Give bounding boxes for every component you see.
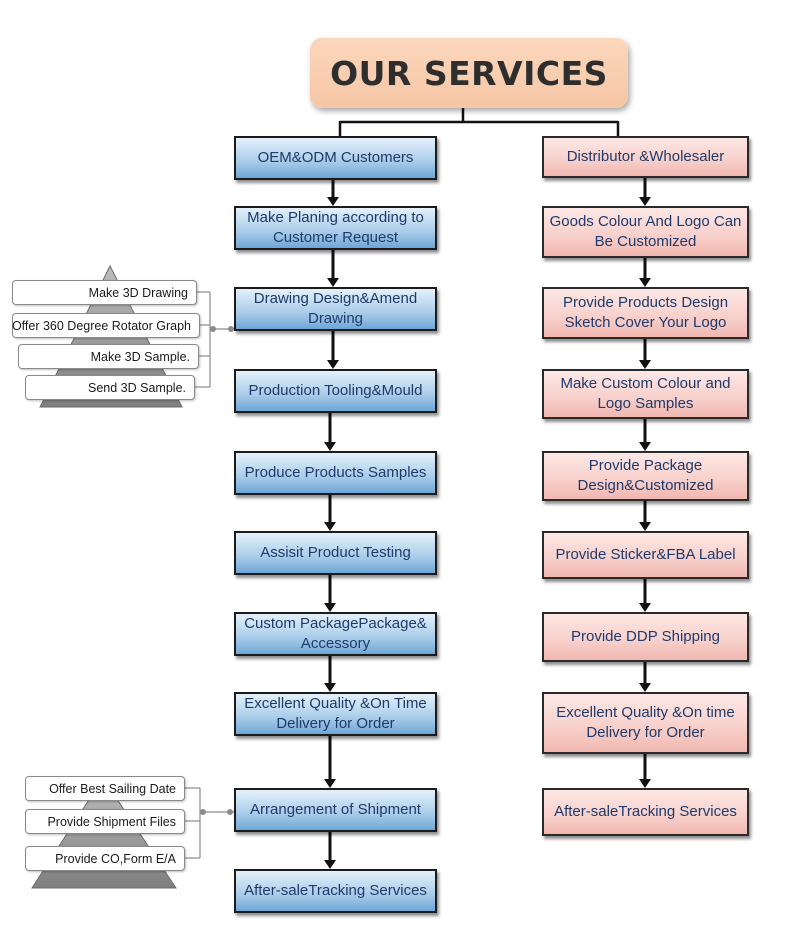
right-step-9: After-saleTracking Services <box>542 788 749 836</box>
left-step-9: Arrangement of Shipment <box>234 788 437 832</box>
arrow-head <box>324 442 336 451</box>
arrow-head <box>324 860 336 869</box>
arrow-head <box>327 360 339 369</box>
left-step-4: Production Tooling&Mould <box>234 369 437 413</box>
arrow-head <box>639 683 651 692</box>
right-step-7: Provide DDP Shipping <box>542 612 749 662</box>
drawing-detail-1: Make 3D Drawing <box>12 280 197 305</box>
left-step-1: OEM&ODM Customers <box>234 136 437 180</box>
left-step-5: Produce Products Samples <box>234 451 437 495</box>
drawing-detail-4: Send 3D Sample. <box>25 375 195 400</box>
arrow-head <box>639 779 651 788</box>
left-step-8: Excellent Quality &On Time Delivery for … <box>234 692 437 736</box>
arrow-head <box>327 278 339 287</box>
arrow-head <box>324 522 336 531</box>
right-step-8: Excellent Quality &On time Delivery for … <box>542 692 749 754</box>
shipment-detail-3: Provide CO,Form E/A <box>25 846 185 871</box>
bracket-dot <box>200 809 206 815</box>
arrow-head <box>324 603 336 612</box>
arrow-head <box>324 779 336 788</box>
diagram-title: OUR SERVICES <box>330 53 608 93</box>
arrow-head <box>639 197 651 206</box>
bracket-dot <box>228 326 234 332</box>
bracket-dot <box>227 809 233 815</box>
left-step-3: Drawing Design&Amend Drawing <box>234 287 437 331</box>
shipment-detail-1: Offer Best Sailing Date <box>25 776 185 801</box>
left-step-6: Assisit Product Testing <box>234 531 437 575</box>
left-step-7: Custom PackagePackage& Accessory <box>234 612 437 656</box>
arrow-head <box>639 278 651 287</box>
arrow-head <box>639 442 651 451</box>
right-step-5: Provide Package Design&Customized <box>542 451 749 501</box>
arrow-head <box>327 197 339 206</box>
right-step-4: Make Custom Colour and Logo Samples <box>542 369 749 419</box>
bracket-dot <box>210 326 216 332</box>
arrow-head <box>639 522 651 531</box>
drawing-detail-2: Offer 360 Degree Rotator Graph <box>12 313 200 338</box>
title-box: OUR SERVICES <box>310 38 628 108</box>
arrow-head <box>639 360 651 369</box>
shipment-detail-2: Provide Shipment Files <box>25 809 185 834</box>
arrow-head <box>639 603 651 612</box>
right-step-1: Distributor &Wholesaler <box>542 136 749 178</box>
right-step-6: Provide Sticker&FBA Label <box>542 531 749 579</box>
left-step-10: After-saleTracking Services <box>234 869 437 913</box>
right-step-2: Goods Colour And Logo Can Be Customized <box>542 206 749 258</box>
arrow-head <box>324 683 336 692</box>
left-step-2: Make Planing according to Customer Reque… <box>234 206 437 250</box>
drawing-detail-3: Make 3D Sample. <box>18 344 199 369</box>
right-step-3: Provide Products Design Sketch Cover You… <box>542 287 749 339</box>
